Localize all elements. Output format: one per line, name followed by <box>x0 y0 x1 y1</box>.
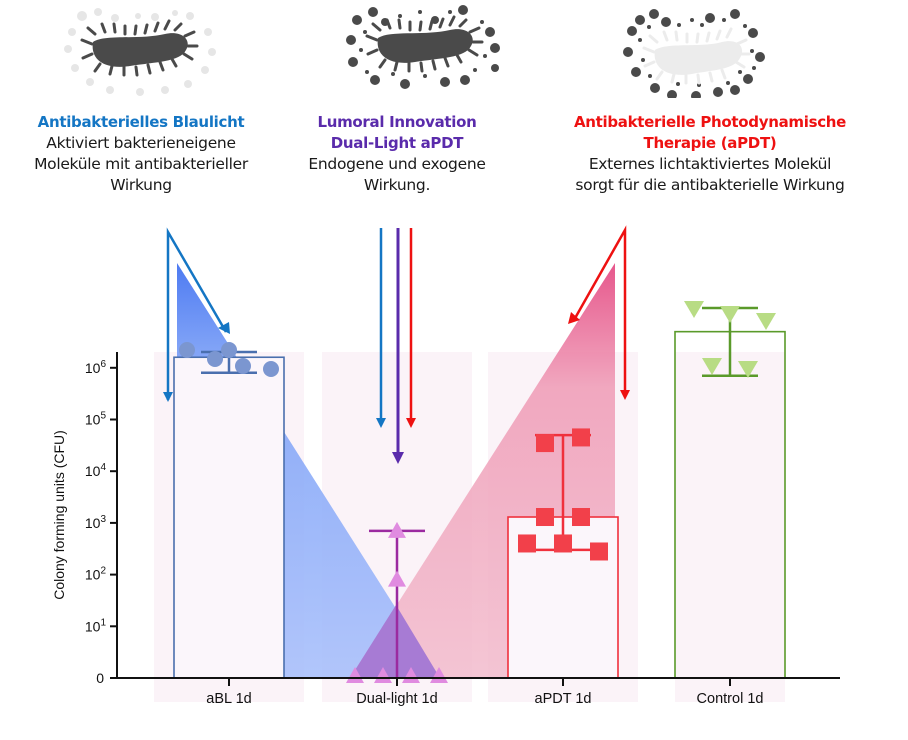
x-tick-label: Control 1d <box>697 691 764 707</box>
data-point <box>554 534 572 553</box>
panel-dual-light: Lumoral Innovation Dual-Light aPDT Endog… <box>282 112 512 196</box>
data-point <box>720 306 740 323</box>
data-point <box>702 358 722 375</box>
red-arrowhead <box>406 418 416 428</box>
purple-arrowhead <box>392 452 404 464</box>
data-point <box>536 508 554 527</box>
panel-title: Antibakterielle Photodynamische <box>573 113 847 131</box>
y-tick-label: 103 <box>85 514 107 531</box>
panel-desc-line: Aktiviert bakterieneigene <box>46 134 236 152</box>
panel-desc-line: Wirkung. <box>363 176 431 194</box>
data-point <box>179 342 195 358</box>
blue-arrowhead <box>218 322 230 334</box>
category-bg-panel <box>675 352 785 702</box>
bacterium-with-dark-dots-icon <box>346 5 500 89</box>
y-axis-label: Colony forming units (CFU) <box>51 430 67 600</box>
y-tick-label: 102 <box>85 566 107 583</box>
data-point <box>536 434 554 453</box>
data-point <box>235 358 251 374</box>
y-tick-label: 101 <box>85 617 107 634</box>
x-tick-label: Dual-light 1d <box>356 691 437 707</box>
data-point <box>738 361 758 378</box>
data-point <box>221 342 237 358</box>
y-tick-label: 105 <box>85 411 107 428</box>
x-tick-label: aPDT 1d <box>535 691 592 707</box>
axes <box>110 352 840 679</box>
blue-arrowhead <box>376 418 386 428</box>
data-point <box>590 542 608 561</box>
data-point <box>388 570 406 587</box>
panel-title: Therapie (aPDT) <box>643 134 777 152</box>
panel-title: Lumoral Innovation <box>317 113 477 131</box>
data-point <box>388 521 406 538</box>
data-point <box>572 428 590 447</box>
blue-arrowhead <box>163 392 173 402</box>
red-arrow-to-apdt <box>572 225 627 392</box>
bacterium-with-light-dots-icon <box>64 8 216 96</box>
inactivated-bacterium-icon <box>623 9 765 98</box>
data-point <box>263 361 279 377</box>
annotation-arrows <box>163 225 630 464</box>
red-arrowhead <box>568 312 580 324</box>
overlap-region <box>350 605 440 678</box>
panel-title: Dual-Light aPDT <box>330 134 464 152</box>
panel-desc-line: sorgt für die antibakterielle Wirkung <box>575 176 845 194</box>
x-tick-label: aBL 1d <box>206 691 251 707</box>
bar-abl-1d <box>173 356 285 679</box>
data-point <box>684 301 704 318</box>
panel-desc-line: Endogene und exogene <box>308 155 486 173</box>
y-ticks: 0 101 102 103 104 105 106 <box>85 359 117 686</box>
blue-arrow-to-abl <box>166 227 228 400</box>
data-point <box>518 534 536 553</box>
panel-blue-light: Antibakterielles Blaulicht Aktiviert bak… <box>0 112 282 196</box>
y-tick-label: 0 <box>96 670 104 686</box>
data-point <box>756 313 776 330</box>
y-tick-label: 104 <box>85 462 107 479</box>
data-point <box>572 508 590 527</box>
panel-desc-line: Wirkung <box>110 176 172 194</box>
panel-apdt: Antibakterielle Photodynamische Therapie… <box>520 112 900 196</box>
panel-desc-line: Moleküle mit antibakterieller <box>34 155 248 173</box>
panel-title: Antibakterielles Blaulicht <box>37 113 245 131</box>
red-arrowhead <box>620 390 630 400</box>
x-ticks: aBL 1d Dual-light 1d aPDT 1d Control 1d <box>206 678 763 707</box>
data-point <box>207 351 223 367</box>
y-tick-label: 106 <box>85 359 107 376</box>
panel-desc-line: Externes lichtaktiviertes Molekül <box>588 155 832 173</box>
